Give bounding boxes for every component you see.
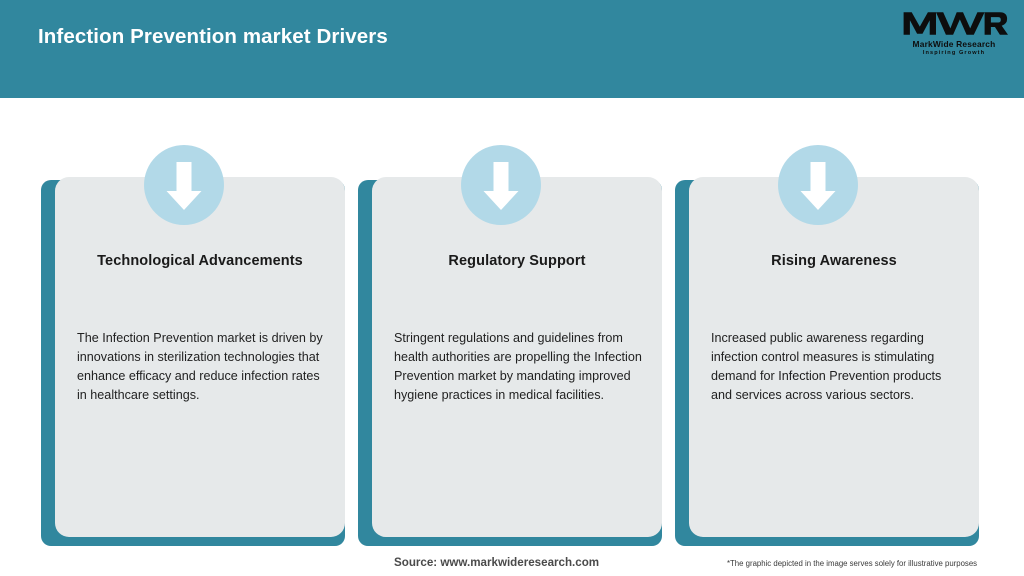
card-surface-2: Regulatory Support Stringent regulations…	[372, 177, 662, 537]
down-arrow-icon	[144, 145, 224, 225]
down-arrow-icon	[461, 145, 541, 225]
page-title: Infection Prevention market Drivers	[38, 25, 388, 48]
card-body-1: The Infection Prevention market is drive…	[77, 331, 323, 402]
driver-card-3[interactable]: Rising Awareness Increased public awaren…	[675, 98, 979, 546]
drivers-card-row: Technological Advancements The Infection…	[0, 98, 1024, 546]
driver-card-2[interactable]: Regulatory Support Stringent regulations…	[358, 98, 662, 546]
card-title-1: Technological Advancements	[97, 253, 303, 269]
header-band: Infection Prevention market Drivers Mark…	[0, 0, 1024, 98]
card-surface-1: Technological Advancements The Infection…	[55, 177, 345, 537]
mwr-monogram-icon	[903, 12, 1008, 35]
footer-source-link[interactable]: Source: www.markwideresearch.com	[394, 556, 600, 569]
brand-logo: MarkWide Research Inspiring Growth	[900, 8, 1008, 64]
card-title-2: Regulatory Support	[448, 253, 586, 269]
card-body-2: Stringent regulations and guidelines fro…	[394, 331, 642, 402]
logo-tagline: Inspiring Growth	[922, 50, 986, 56]
card-body-3: Increased public awareness regarding inf…	[711, 331, 942, 402]
card-title-3: Rising Awareness	[771, 253, 897, 269]
logo-company-name: MarkWide Research	[912, 39, 996, 49]
card-surface-3: Rising Awareness Increased public awaren…	[689, 177, 979, 537]
footer-disclaimer: *The graphic depicted in the image serve…	[727, 559, 978, 568]
down-arrow-icon	[778, 145, 858, 225]
driver-card-1[interactable]: Technological Advancements The Infection…	[41, 98, 345, 546]
